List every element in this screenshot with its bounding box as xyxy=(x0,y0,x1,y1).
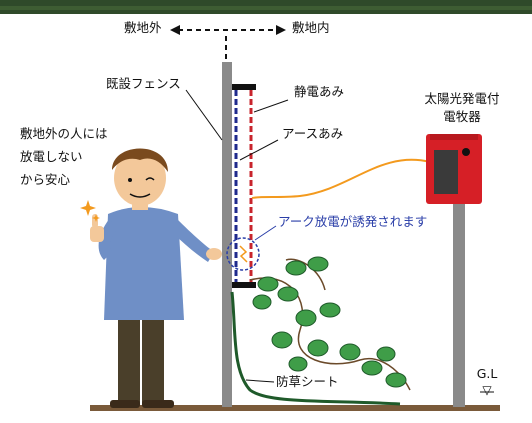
ground-level-label: G.L xyxy=(476,366,498,381)
weed-sheet-line xyxy=(230,291,401,406)
dashed-arrow-icon xyxy=(170,25,286,60)
ground-line xyxy=(90,405,500,411)
vine-leaves-icon xyxy=(249,256,411,391)
safety-note-line1: 敷地外の人には xyxy=(20,126,108,141)
energizer-label: 太陽光発電付 電牧器 xyxy=(414,90,510,126)
earth-net-label: アースあみ xyxy=(282,126,344,141)
person-icon xyxy=(90,148,222,408)
ground-level-marker: ▽ xyxy=(482,383,492,397)
sparkle-icon xyxy=(80,200,100,222)
energizer-wire xyxy=(251,158,431,199)
inside-label: 敷地内 xyxy=(292,20,330,35)
panel-background xyxy=(0,14,532,423)
arc-discharge-note: アーク放電が誘発されます xyxy=(278,214,428,229)
outside-label: 敷地外 xyxy=(124,20,162,35)
energizer-icon xyxy=(426,134,482,407)
fence-post-icon xyxy=(222,62,232,407)
existing-fence-label: 既設フェンス xyxy=(106,76,181,91)
static-net-label: 静電あみ xyxy=(294,84,345,99)
net-assembly xyxy=(232,84,256,288)
weed-sheet-label: 防草シート xyxy=(276,374,339,389)
safety-note: 敷地外の人には 放電しない から安心 xyxy=(20,122,130,191)
safety-note-line2: 放電しない xyxy=(20,149,83,164)
safety-note-line3: から安心 xyxy=(20,172,71,187)
energizer-label-line1: 太陽光発電付 xyxy=(424,91,500,106)
arc-circle-icon xyxy=(226,225,277,271)
energizer-label-line2: 電牧器 xyxy=(443,109,481,124)
